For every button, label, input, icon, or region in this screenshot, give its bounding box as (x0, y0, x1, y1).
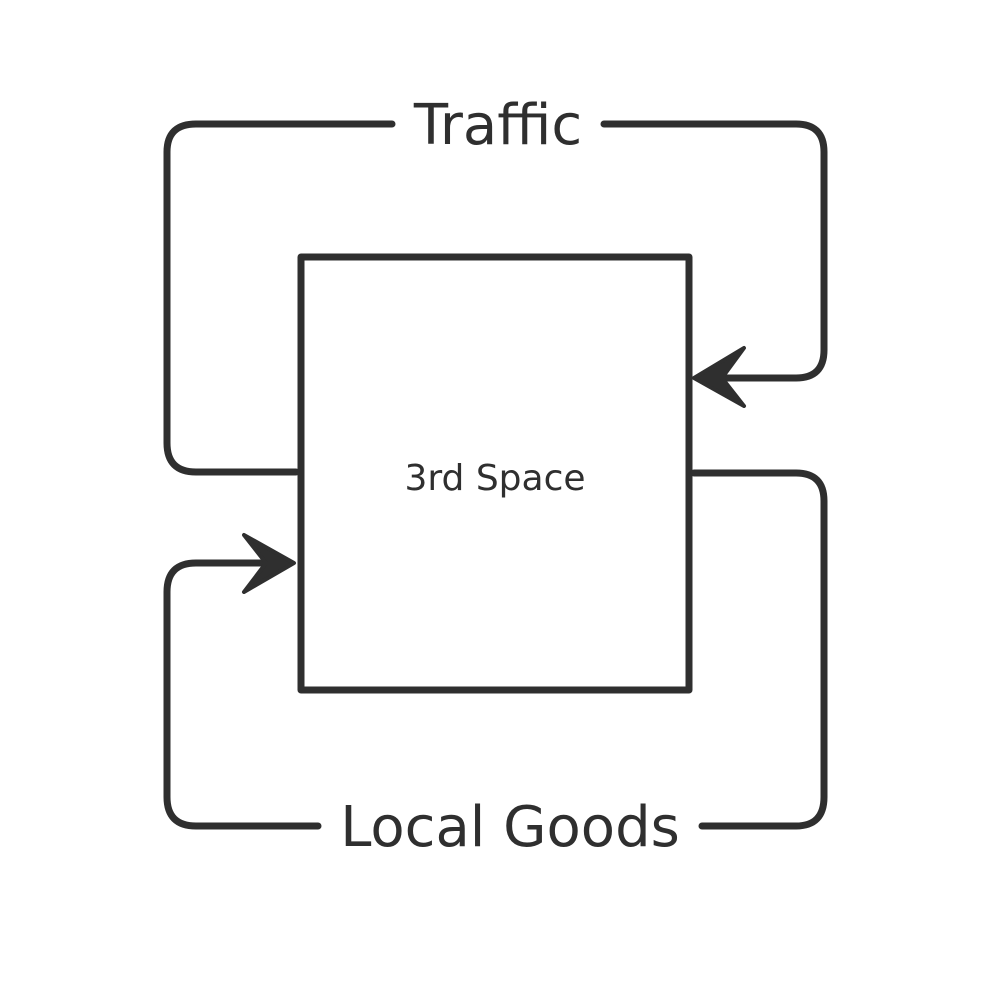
edge-traffic-line[interactable] (163, 120, 828, 476)
edge-traffic-arrowhead (692, 346, 746, 408)
edge-local-goods-label: Local Goods (340, 795, 680, 860)
edge-local-goods-line[interactable] (163, 469, 828, 830)
edge-traffic-label: Traffic (413, 93, 582, 158)
edge-traffic[interactable]: Traffic (163, 93, 828, 476)
edge-local-goods[interactable]: Local Goods (163, 469, 828, 860)
node-3rd-space[interactable]: 3rd Space (297, 253, 693, 694)
edge-local-goods-arrowhead (242, 533, 296, 594)
node-3rd-space-label: 3rd Space (404, 458, 585, 499)
node-3rd-space-box[interactable] (297, 253, 693, 694)
